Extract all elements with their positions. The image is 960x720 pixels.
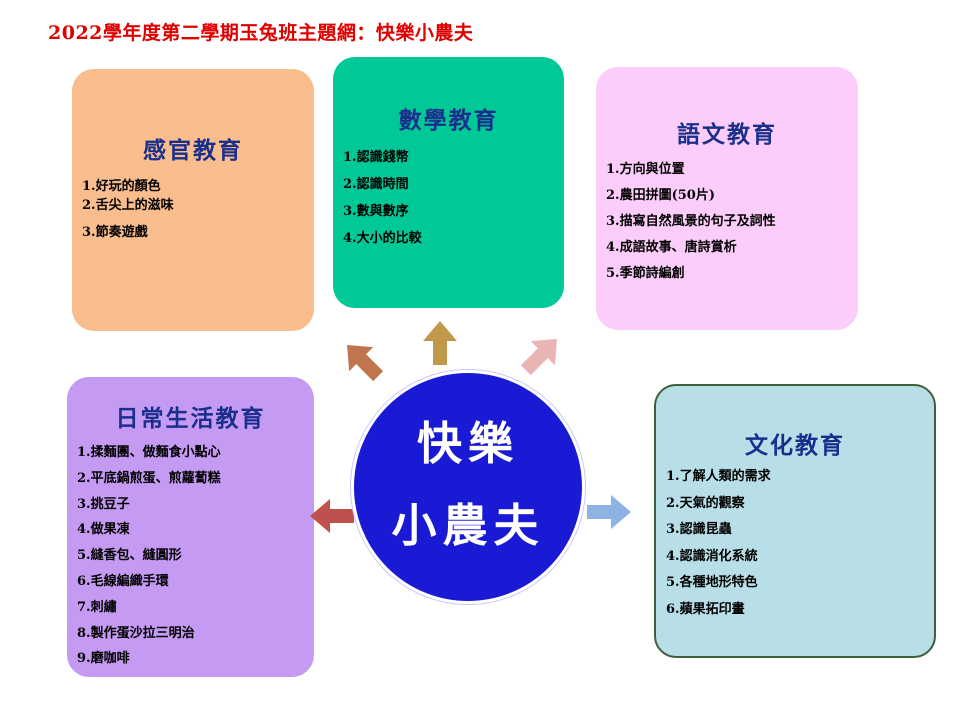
arrow-to-sensory: [347, 345, 384, 382]
culture-education-title: 文化教育: [745, 432, 845, 459]
list-item: 4.認識消化系統: [666, 548, 758, 564]
math-education-title: 數學教育: [398, 107, 499, 134]
daily-life-education-box: 日常生活教育 1.揉麵團、做麵食小點心 2.平底鍋煎蛋、煎蘿蔔糕 3.挑豆子 4…: [67, 377, 314, 677]
daily-life-education-list: 1.揉麵團、做麵食小點心 2.平底鍋煎蛋、煎蘿蔔糕 3.挑豆子 4.做果凍 5.…: [77, 440, 308, 672]
culture-education-box: 文化教育 1.了解人類的需求 2.天氣的觀察 3.認識昆蟲 4.認識消化系統 5…: [654, 384, 936, 658]
page-title: 2022學年度第二學期玉兔班主題網：快樂小農夫: [48, 22, 474, 44]
list-item: 6.蘋果拓印畫: [666, 601, 745, 617]
list-item: 4.大小的比較: [343, 231, 422, 246]
language-education-box: 語文教育 1.方向與位置 2.農田拼圖(50片) 3.描寫自然風景的句子及詞性 …: [596, 67, 858, 330]
list-item: 1.了解人類的需求: [666, 469, 771, 484]
center-theme-circle: 快樂 小農夫: [351, 370, 585, 604]
daily-life-education-title: 日常生活教育: [115, 405, 266, 432]
sensory-education-list: 1.好玩的顏色 2.舌尖上的滋味 3.節奏遊戲: [82, 177, 308, 242]
list-item: 2.農田拼圖(50片): [606, 188, 715, 203]
math-education-list: 1.認識錢幣 2.認識時間 3.數與數序 4.大小的比較: [343, 144, 558, 252]
arrow-to-culture: [587, 495, 631, 529]
sensory-education-box: 感官教育 1.好玩的顏色 2.舌尖上的滋味 3.節奏遊戲: [72, 69, 314, 331]
sensory-education-title: 感官教育: [143, 137, 243, 164]
list-item: 5.縫香包、縫圓形: [77, 548, 182, 564]
list-item: 9.磨咖啡: [77, 651, 130, 667]
list-item: 2.認識時間: [343, 177, 409, 192]
list-item: 5.各種地形特色: [666, 575, 758, 590]
list-item: 2.舌尖上的滋味: [82, 198, 174, 213]
center-theme-line-1: 快樂: [416, 417, 519, 470]
culture-education-list: 1.了解人類的需求 2.天氣的觀察 3.認識昆蟲 4.認識消化系統 5.各種地形…: [666, 464, 928, 623]
language-education-list: 1.方向與位置 2.農田拼圖(50片) 3.描寫自然風景的句子及詞性 4.成語故…: [606, 157, 852, 287]
list-item: 7.刺繡: [77, 599, 117, 615]
list-item: 8.製作蛋沙拉三明治: [77, 625, 195, 641]
arrow-to-math: [423, 321, 457, 365]
arrow-to-daily-life: [310, 499, 354, 533]
list-item: 3.數與數序: [343, 204, 409, 219]
list-item: 1.好玩的顏色: [82, 179, 161, 194]
list-item: 3.挑豆子: [77, 496, 130, 512]
list-item: 2.天氣的觀察: [666, 495, 745, 511]
list-item: 1.認識錢幣: [343, 150, 409, 165]
arrow-to-language: [520, 339, 557, 376]
list-item: 5.季節詩編創: [606, 266, 685, 281]
list-item: 6.毛線編織手環: [77, 573, 169, 589]
center-theme-line-2: 小農夫: [391, 499, 545, 552]
list-item: 4.做果凍: [77, 522, 130, 538]
list-item: 3.認識昆蟲: [666, 522, 732, 537]
list-item: 1.揉麵團、做麵食小點心: [77, 445, 221, 460]
list-item: 4.成語故事、唐詩賞析: [606, 240, 737, 255]
list-item: 3.節奏遊戲: [82, 225, 148, 240]
list-item: 2.平底鍋煎蛋、煎蘿蔔糕: [77, 470, 221, 486]
list-item: 1.方向與位置: [606, 162, 685, 177]
math-education-box: 數學教育 1.認識錢幣 2.認識時間 3.數與數序 4.大小的比較: [333, 57, 564, 308]
language-education-title: 語文教育: [677, 121, 777, 148]
list-item: 3.描寫自然風景的句子及詞性: [606, 214, 776, 229]
